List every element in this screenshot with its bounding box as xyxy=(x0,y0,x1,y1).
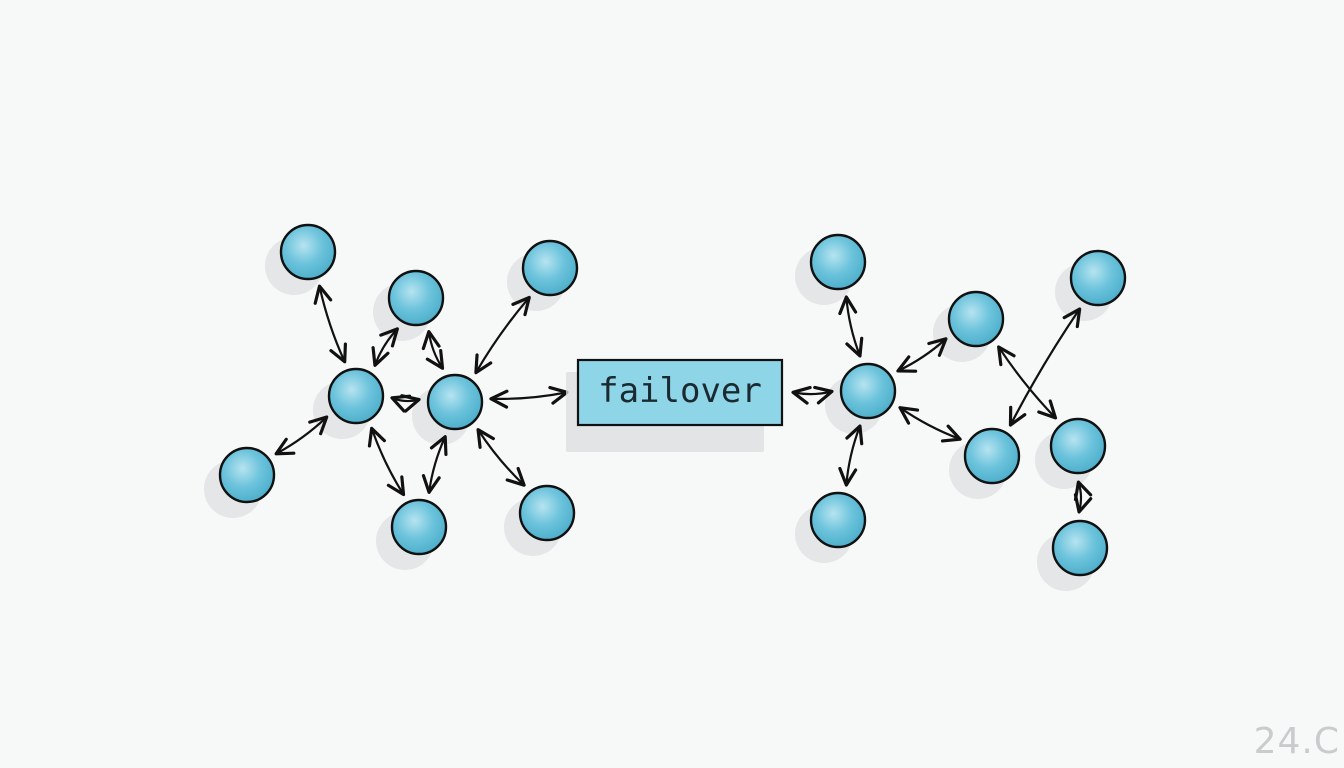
node-left-l5 xyxy=(426,373,484,431)
edge-l4-l7 xyxy=(367,426,406,497)
edge-l5-l8 xyxy=(476,428,526,487)
edge-r8-r7 xyxy=(1073,480,1093,514)
edge-l3-l5 xyxy=(474,295,531,375)
edge-l5-box xyxy=(489,386,569,409)
edge-l1-l4 xyxy=(313,284,347,364)
node-left-l3 xyxy=(521,239,579,297)
failover-box-frame xyxy=(576,358,784,427)
edge-r1-r3 xyxy=(838,295,864,358)
node-right-r3 xyxy=(839,362,897,420)
node-left-l8 xyxy=(518,484,576,542)
edge-l4-l5 xyxy=(390,394,421,413)
node-layer xyxy=(218,223,1127,577)
edge-r3-r6 xyxy=(898,406,962,443)
failover-box: failover xyxy=(566,358,784,452)
edge-r2-r7 xyxy=(997,345,1058,420)
node-right-r6 xyxy=(963,427,1021,485)
node-left-l2 xyxy=(387,269,445,327)
node-right-r4 xyxy=(1069,249,1127,307)
edge-l5-l7 xyxy=(421,435,448,494)
node-left-l1 xyxy=(279,223,337,281)
edge-l6-l4 xyxy=(274,415,329,456)
node-right-r2 xyxy=(947,290,1005,348)
edge-l2-l4 xyxy=(371,327,399,367)
node-left-l7 xyxy=(390,498,448,556)
node-right-r5 xyxy=(809,491,867,549)
corner-watermark: 24.C xyxy=(1253,721,1340,762)
edge-r3-r5 xyxy=(838,424,864,487)
edge-l2-l5 xyxy=(421,330,445,370)
node-left-l6 xyxy=(218,446,276,504)
node-left-l4 xyxy=(327,367,385,425)
edge-r4-r6 xyxy=(1008,307,1082,427)
failover-label: failover xyxy=(598,371,762,411)
edge-r3-r2 xyxy=(896,337,948,373)
edge-box-r3 xyxy=(791,385,834,405)
node-right-r1 xyxy=(809,233,867,291)
node-right-r7 xyxy=(1049,417,1107,475)
edge-layer xyxy=(274,284,1093,514)
node-right-r8 xyxy=(1051,519,1109,577)
